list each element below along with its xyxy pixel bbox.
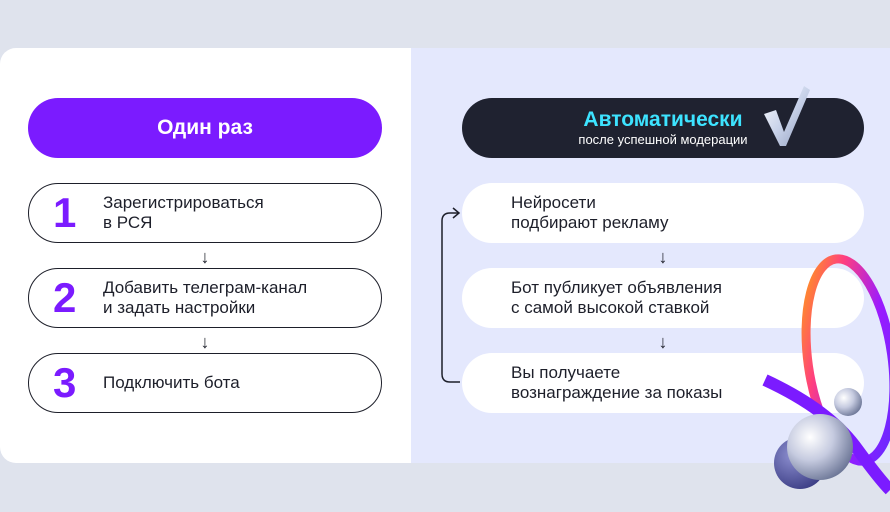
step-2: 2 Добавить телеграм-канал и задать настр… (28, 268, 382, 328)
header-automatic-subtitle: после успешной модерации (578, 132, 748, 147)
step-3: 3 Подключить бота (28, 353, 382, 413)
loop-arrow-icon (441, 207, 461, 383)
step-number: 1 (53, 189, 77, 236)
step-text: Зарегистрироваться в РСЯ (103, 193, 264, 232)
down-arrow-icon: ↓ (658, 247, 668, 267)
ribbon-decoration (762, 254, 890, 495)
header-automatic: Автоматически после успешной модерации (462, 98, 864, 158)
auto-step-text: Нейросети подбирают рекламу (511, 193, 669, 232)
down-arrow-icon: ↓ (658, 332, 668, 352)
step-text: Подключить бота (103, 373, 240, 392)
auto-step-2: Бот публикует объявления с самой высокой… (462, 268, 864, 328)
header-once-label: Один раз (157, 116, 253, 139)
down-arrow-icon: ↓ (200, 247, 210, 267)
header-once: Один раз (28, 98, 382, 158)
step-number: 2 (53, 274, 77, 321)
step-1: 1 Зарегистрироваться в РСЯ (28, 183, 382, 243)
down-arrow-icon: ↓ (200, 332, 210, 352)
auto-step-text: Бот публикует объявления с самой высокой… (511, 278, 722, 317)
header-automatic-title: Автоматически (583, 108, 743, 131)
auto-step-1: Нейросети подбирают рекламу (462, 183, 864, 243)
step-number: 3 (53, 359, 77, 406)
checkmark-icon (764, 86, 810, 146)
auto-step-text: Вы получаете вознаграждение за показы (511, 363, 723, 402)
step-text: Добавить телеграм-канал и задать настрой… (103, 278, 308, 317)
